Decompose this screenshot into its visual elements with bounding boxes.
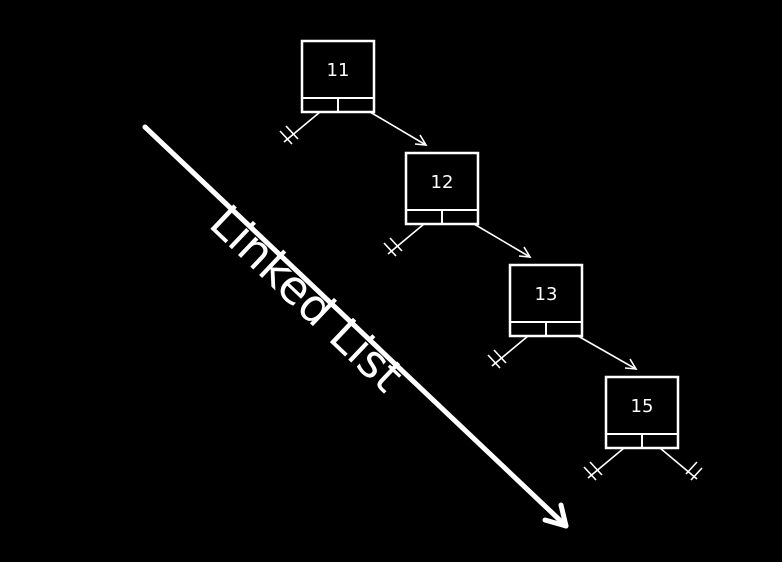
node-value: 13 — [535, 284, 558, 305]
direction-arrow — [142, 124, 569, 529]
list-node: 15 — [604, 375, 680, 450]
node-value: 15 — [631, 396, 654, 417]
null-pointer-left — [383, 223, 425, 257]
list-node: 12 — [404, 151, 480, 226]
list-node: 11 — [300, 39, 376, 114]
null-pointer-right — [659, 447, 703, 481]
next-pointer — [473, 223, 532, 258]
null-pointer-left — [487, 335, 529, 369]
null-pointer-left — [583, 447, 625, 481]
diagram-title: Linked List — [200, 194, 415, 402]
null-pointer-left — [279, 111, 321, 145]
list-node: 13 — [508, 263, 584, 338]
next-pointer — [577, 335, 638, 370]
node-value: 11 — [327, 60, 350, 81]
next-pointer — [369, 111, 428, 146]
node-value: 12 — [431, 172, 454, 193]
